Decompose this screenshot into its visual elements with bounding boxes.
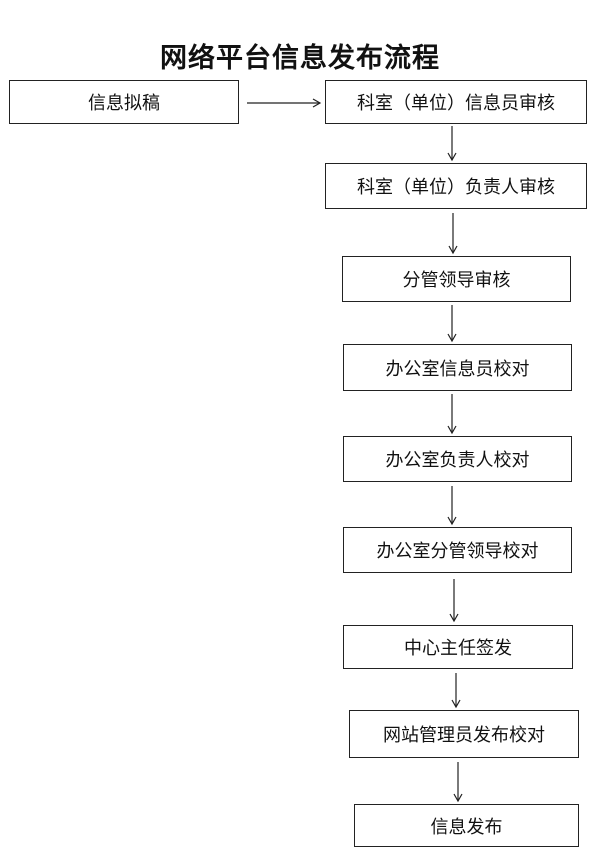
diagram-title: 网络平台信息发布流程 bbox=[160, 43, 440, 74]
step-webmaster-proofread: 网站管理员发布校对 bbox=[349, 710, 579, 758]
step-section-head-review: 科室（单位）负责人审核 bbox=[325, 163, 587, 209]
step-label: 办公室分管领导校对 bbox=[376, 541, 539, 562]
step-label: 网站管理员发布校对 bbox=[383, 725, 545, 746]
step-publish: 信息发布 bbox=[354, 804, 579, 847]
step-section-info-officer-review: 科室（单位）信息员审核 bbox=[325, 80, 587, 124]
step-supervisor-review: 分管领导审核 bbox=[342, 256, 571, 302]
step-label: 中心主任签发 bbox=[404, 638, 512, 659]
step-label: 办公室信息员校对 bbox=[385, 358, 530, 380]
step-draft: 信息拟稿 bbox=[9, 80, 239, 124]
step-director-sign-off: 中心主任签发 bbox=[343, 625, 573, 669]
step-label: 信息发布 bbox=[430, 816, 503, 838]
step-office-supervisor-proofread: 办公室分管领导校对 bbox=[343, 527, 572, 573]
step-label: 分管领导审核 bbox=[402, 270, 511, 291]
step-office-info-officer-proofread: 办公室信息员校对 bbox=[343, 344, 572, 391]
step-label: 科室（单位）信息员审核 bbox=[357, 93, 555, 114]
step-label: 信息拟稿 bbox=[88, 93, 160, 114]
step-label: 办公室负责人校对 bbox=[385, 450, 530, 471]
step-office-head-proofread: 办公室负责人校对 bbox=[343, 436, 572, 482]
step-label: 科室（单位）负责人审核 bbox=[357, 177, 555, 198]
